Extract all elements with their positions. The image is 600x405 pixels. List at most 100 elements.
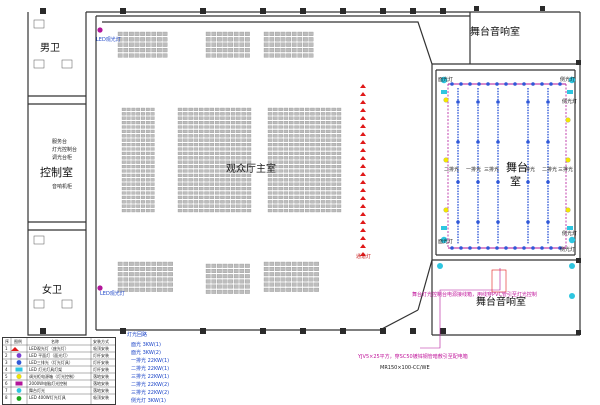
seat xyxy=(275,272,280,277)
seat xyxy=(267,187,273,191)
seat xyxy=(267,134,273,138)
audience-hall-label: 观众厅主室 xyxy=(226,164,276,175)
seat xyxy=(131,200,136,204)
seat xyxy=(273,187,278,191)
seat xyxy=(269,272,275,277)
seat xyxy=(320,178,326,182)
seat xyxy=(225,182,230,186)
seat xyxy=(246,187,252,191)
seat xyxy=(193,121,199,125)
seat xyxy=(308,48,314,53)
seat xyxy=(136,200,141,204)
seat xyxy=(294,112,299,116)
seat xyxy=(145,287,151,292)
seat xyxy=(199,129,204,133)
seat xyxy=(141,121,145,125)
seat xyxy=(233,289,239,294)
seat xyxy=(304,200,310,204)
seat xyxy=(145,48,151,53)
seat xyxy=(123,31,129,36)
seat xyxy=(326,160,331,164)
seat xyxy=(131,178,136,182)
seat xyxy=(177,125,183,129)
cyan-fixture-icon xyxy=(441,90,447,94)
seat xyxy=(121,116,126,120)
seat xyxy=(241,169,246,173)
seat xyxy=(225,125,230,129)
seat xyxy=(131,129,136,133)
seat xyxy=(331,121,336,125)
seat xyxy=(278,121,283,125)
aisle-light-icon xyxy=(360,172,366,176)
seat xyxy=(294,116,299,120)
seat xyxy=(188,143,193,147)
seat xyxy=(188,165,193,169)
seat xyxy=(199,173,204,177)
seat xyxy=(308,287,314,292)
seat xyxy=(289,107,294,111)
seat xyxy=(230,169,236,173)
seat xyxy=(269,287,275,292)
seat xyxy=(157,272,162,277)
seat xyxy=(131,125,136,129)
seat xyxy=(157,277,162,282)
seat xyxy=(183,187,188,191)
stage-light-icon xyxy=(531,82,535,86)
seat xyxy=(121,107,126,111)
seat xyxy=(315,116,320,120)
seat xyxy=(263,287,269,292)
seat xyxy=(314,272,319,277)
seat xyxy=(233,37,239,42)
seat xyxy=(131,173,136,177)
seat xyxy=(320,187,326,191)
seat xyxy=(326,209,331,213)
seat xyxy=(209,138,215,142)
circuit-6: 二排光 22KW(2) xyxy=(131,382,170,388)
seat xyxy=(310,134,315,138)
seat xyxy=(280,31,286,36)
stage-light-icon xyxy=(546,100,550,104)
seat xyxy=(278,160,283,164)
seat xyxy=(205,48,211,53)
seat xyxy=(331,182,336,186)
seat xyxy=(246,138,252,142)
seat xyxy=(145,112,150,116)
seating-area xyxy=(117,31,342,294)
seat xyxy=(294,191,299,195)
seat xyxy=(246,134,252,138)
seat xyxy=(204,187,209,191)
seat xyxy=(145,134,150,138)
seat xyxy=(304,182,310,186)
seat xyxy=(209,160,215,164)
stage-light-icon xyxy=(526,100,530,104)
seat xyxy=(140,267,145,271)
seat xyxy=(297,282,303,287)
seat xyxy=(246,200,252,204)
seat xyxy=(304,143,310,147)
seat xyxy=(157,282,162,287)
seat xyxy=(214,195,220,199)
seat xyxy=(273,147,278,151)
seat xyxy=(129,272,134,277)
seat xyxy=(214,187,220,191)
seat xyxy=(245,289,250,294)
seat xyxy=(183,165,188,169)
seat xyxy=(199,165,204,169)
seat xyxy=(126,147,131,151)
seat xyxy=(297,277,303,282)
seat xyxy=(336,165,342,169)
seat xyxy=(241,156,246,160)
seat xyxy=(314,261,319,266)
seat xyxy=(233,263,239,268)
seat xyxy=(283,173,289,177)
seat xyxy=(289,200,294,204)
seat xyxy=(145,165,150,169)
legend-row-no: 3 xyxy=(5,360,8,365)
seat xyxy=(336,195,342,199)
seat xyxy=(145,147,150,151)
seat xyxy=(126,107,131,111)
seat xyxy=(336,138,342,142)
seat xyxy=(193,156,199,160)
seat xyxy=(275,267,280,271)
